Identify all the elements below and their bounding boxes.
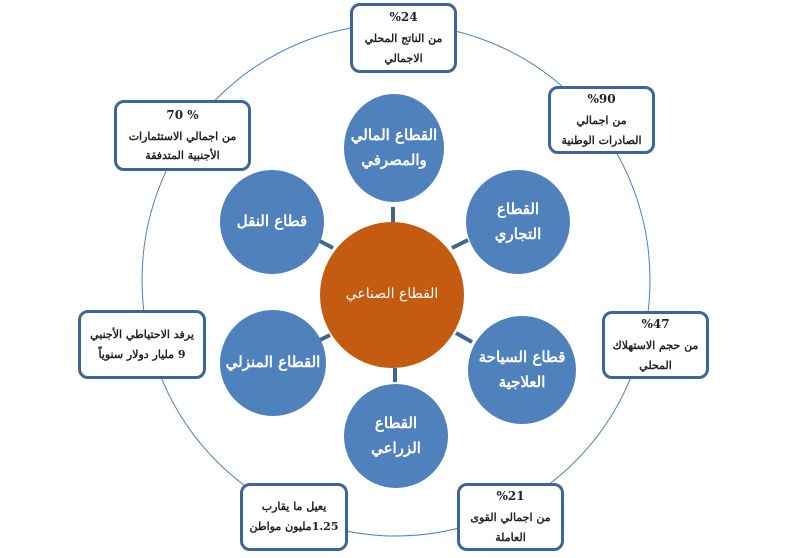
- sector-label: قطاع السياحة: [478, 347, 566, 366]
- fact-text: الاجمالي: [384, 51, 423, 65]
- fact-percent: %24: [389, 10, 418, 25]
- fact-text: من حجم الاستهلاك: [612, 339, 699, 352]
- sector-transport: قطاع النقل: [220, 170, 324, 274]
- sector-label: التجاري: [494, 225, 542, 243]
- sector-label: القطاع المنزلي: [225, 353, 321, 372]
- fact-gdp: %24 من الناتج المحلي الاجمالي: [350, 3, 457, 73]
- fact-percent: %21: [496, 489, 525, 504]
- fact-text: من الناتج المحلي: [364, 32, 443, 45]
- sector-agricultural: القطاع الزراعي: [344, 384, 448, 488]
- fact-investments: % 70 من اجمالي الاستثمارات الأجنبية المتدف…: [114, 100, 251, 171]
- fact-text: من اجمالي القوى: [470, 511, 551, 524]
- fact-text: الصادرات الوطنية: [561, 133, 642, 147]
- fact-text: المحلي: [639, 358, 672, 372]
- fact-text: 9 مليار دولار سنوياً: [98, 347, 186, 361]
- fact-text: يرفد الاحتياطي الأجنبي: [90, 327, 194, 341]
- fact-workforce: %21 من اجمالي القوى العاملة: [457, 483, 564, 551]
- fact-text: من اجمالي: [576, 114, 627, 127]
- fact-reserve: يرفد الاحتياطي الأجنبي 9 مليار دولار سنوي…: [78, 310, 206, 379]
- sector-financial-banking: القطاع المالي والمصرفي: [344, 94, 444, 202]
- fact-percent: %47: [641, 317, 670, 332]
- sector-label: العلاجية: [498, 373, 546, 391]
- sector-household: القطاع المنزلي: [220, 310, 326, 416]
- fact-text: 1.25مليون مواطن: [249, 520, 339, 533]
- sector-medical-tourism: قطاع السياحة العلاجية: [468, 316, 576, 424]
- sector-commercial: القطاع التجاري: [466, 170, 570, 274]
- fact-text: من اجمالي الاستثمارات: [128, 129, 237, 143]
- fact-percent: % 70: [166, 107, 199, 122]
- center-label: القطاع الصناعي: [345, 286, 439, 303]
- sector-label: قطاع النقل: [236, 212, 308, 231]
- sector-label: الزراعي: [371, 439, 421, 457]
- fact-text: الأجنبية المتدفقة: [145, 149, 220, 163]
- fact-citizens: يعيل ما يقارب 1.25مليون مواطن: [240, 483, 348, 551]
- fact-text: يعيل ما يقارب: [261, 500, 327, 514]
- fact-percent: %90: [587, 92, 616, 107]
- sector-label: القطاع: [496, 199, 540, 218]
- sector-label: القطاع: [374, 413, 418, 432]
- fact-text: العاملة: [495, 530, 526, 544]
- fact-consumption: %47 من حجم الاستهلاك المحلي: [602, 311, 709, 379]
- sector-label: والمصرفي: [361, 151, 427, 169]
- sector-label: القطاع المالي: [350, 125, 438, 144]
- fact-exports: %90 من اجمالي الصادرات الوطنية: [548, 86, 655, 154]
- center-industrial-sector: القطاع الصناعي: [320, 222, 464, 368]
